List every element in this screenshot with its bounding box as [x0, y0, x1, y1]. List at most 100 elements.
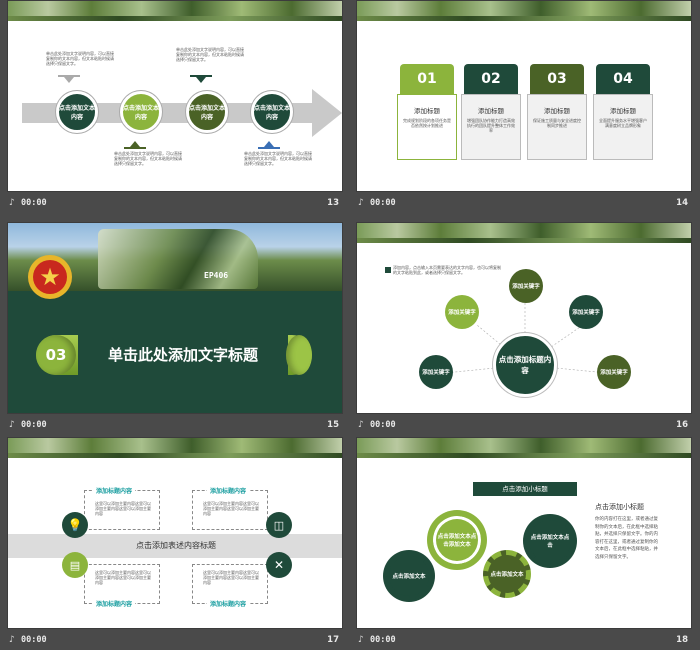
- card-number: 02: [464, 64, 518, 94]
- gear-icon: 点击添加文本: [483, 550, 531, 598]
- banner-title: 点击添加表述内容标题: [136, 541, 216, 550]
- step-label: 点击添加文本内容: [59, 105, 96, 121]
- note-1: 单击此处添加文字说明内容，可以直接复制你的文本内容，但文本粘贴时候请选择只保留文…: [46, 51, 114, 66]
- header-label: 点击添加小标题: [473, 482, 577, 496]
- slide-thumb-15[interactable]: EP406 ★ 03 单击此处添加文字标题 ♪ 00:00 15: [7, 222, 343, 435]
- slide-13: 点击添加文本内容 点击添加文本内容 点击添加文本内容 点击添加文本内容 单击此处…: [7, 0, 343, 192]
- header-photo-band: [357, 438, 691, 458]
- note-marker: [190, 75, 212, 77]
- slide-15: EP406 ★ 03 单击此处添加文字标题: [7, 222, 343, 414]
- card-number: 03: [530, 64, 584, 94]
- slide-number: 13: [327, 198, 339, 208]
- box-text: 这里可以添加主要内容这里可以添加主要内容这里可以添加主要内容: [95, 570, 151, 585]
- slide-footer: ♪ 00:00 18: [356, 631, 692, 650]
- section-title: 单击此处添加文字标题: [78, 335, 288, 375]
- keyword-node-3[interactable]: 添加关键字: [569, 295, 603, 329]
- note-3: 单击此处添加文字说明内容，可以直接复制你的文本内容，但文本粘贴时候请选择只保留文…: [114, 151, 182, 166]
- keyword-label: 添加关键字: [600, 370, 628, 376]
- keyword-node-2[interactable]: 添加关键字: [509, 269, 543, 303]
- scroll-end: [286, 335, 312, 375]
- step-label: 点击添加文本内容: [123, 105, 160, 121]
- slide-thumb-16[interactable]: 添加内容，点击输入本页需要表达的文字内容，也可以将复制的文字粘贴到此，或者选择只…: [356, 222, 692, 435]
- slide-thumb-18[interactable]: 点击添加小标题 点击添加文本点击添加文本 点击添加文本点击 点击添加文本 点击添…: [356, 437, 692, 650]
- content-box-3[interactable]: 这里可以添加主要内容这里可以添加主要内容这里可以添加主要内容 添加标题内容: [84, 564, 160, 608]
- slide-number: 18: [676, 635, 688, 645]
- header-photo-band: [8, 1, 342, 21]
- card-title: 添加标题: [610, 107, 636, 115]
- card-3[interactable]: 03 添加标题 保证施工质量与安全进度控制同步推进: [527, 64, 587, 160]
- card-title: 添加标题: [544, 107, 570, 115]
- slide-thumb-14[interactable]: 01 添加标题 完成规划阶段的各项任务是否依然按计划推进 02 添加标题 增强团…: [356, 0, 692, 213]
- slide-thumb-17[interactable]: 点击添加表述内容标题 添加标题内容 这里可以添加主要内容这里可以添加主要内容这里…: [7, 437, 343, 650]
- header-photo-band: [8, 438, 342, 458]
- step-circle-4[interactable]: 点击添加文本内容: [251, 91, 293, 133]
- slide-18: 点击添加小标题 点击添加文本点击添加文本 点击添加文本点击 点击添加文本 点击添…: [356, 437, 692, 629]
- content-box-1[interactable]: 添加标题内容 这里可以添加主要内容这里可以添加主要内容这里可以添加主要内容: [84, 486, 160, 530]
- lightbulb-icon: 💡: [62, 512, 88, 538]
- keyword-label: 添加关键字: [512, 284, 540, 290]
- timing: 00:00: [21, 420, 47, 430]
- slide-16: 添加内容，点击输入本页需要表达的文字内容，也可以将复制的文字粘贴到此，或者选择只…: [356, 222, 692, 414]
- army-emblem: ★: [28, 255, 72, 299]
- note-marker: [258, 147, 280, 149]
- card-number: 01: [400, 64, 454, 94]
- speaker-icon: ♪: [358, 635, 364, 645]
- slide-footer: ♪ 00:00 17: [7, 631, 343, 650]
- note-marker: [124, 147, 146, 149]
- center-label: 点击添加标题内容: [498, 355, 552, 375]
- card-2[interactable]: 02 添加标题 增强团队协作能力打造高效执行的团队提升整体工作效率: [461, 64, 521, 160]
- card-text: 增强团队协作能力打造高效执行的团队提升整体工作效率: [467, 118, 515, 133]
- keyword-label: 添加关键字: [448, 310, 476, 316]
- speaker-icon: ♪: [9, 198, 15, 208]
- gear-icon: 点击添加文本点击: [523, 514, 577, 568]
- box-text: 这里可以添加主要内容这里可以添加主要内容这里可以添加主要内容: [203, 570, 259, 585]
- slide-thumb-13[interactable]: 点击添加文本内容 点击添加文本内容 点击添加文本内容 点击添加文本内容 单击此处…: [7, 0, 343, 213]
- step-label: 点击添加文本内容: [189, 105, 226, 121]
- slide-14: 01 添加标题 完成规划阶段的各项任务是否依然按计划推进 02 添加标题 增强团…: [356, 0, 692, 192]
- tools-icon: ✕: [266, 552, 292, 578]
- content-box-2[interactable]: 添加标题内容 这里可以添加主要内容这里可以添加主要内容这里可以添加主要内容: [192, 486, 268, 530]
- step-label: 点击添加文本内容: [254, 105, 291, 121]
- step-circle-3[interactable]: 点击添加文本内容: [186, 91, 228, 133]
- timing: 00:00: [21, 635, 47, 645]
- timing: 00:00: [370, 198, 396, 208]
- box-text: 这里可以添加主要内容这里可以添加主要内容这里可以添加主要内容: [95, 501, 151, 516]
- gear-label: 点击添加文本点击: [530, 535, 570, 549]
- step-circle-2[interactable]: 点击添加文本内容: [120, 91, 162, 133]
- slide-footer: ♪ 00:00 15: [7, 416, 343, 435]
- keyword-label: 添加关键字: [572, 310, 600, 316]
- note-pointer: [64, 77, 74, 83]
- speaker-icon: ♪: [9, 635, 15, 645]
- card-number: 04: [596, 64, 650, 94]
- vehicle-number: EP406: [204, 271, 229, 280]
- clipboard-icon: ▤: [62, 552, 88, 578]
- content-box-4[interactable]: 这里可以添加主要内容这里可以添加主要内容这里可以添加主要内容 添加标题内容: [192, 564, 268, 608]
- center-node[interactable]: 点击添加标题内容: [493, 333, 557, 397]
- step-circle-1[interactable]: 点击添加文本内容: [56, 91, 98, 133]
- card-title: 添加标题: [414, 107, 440, 115]
- box-title: 添加标题内容: [93, 599, 136, 608]
- card-1[interactable]: 01 添加标题 完成规划阶段的各项任务是否依然按计划推进: [397, 64, 457, 160]
- intro-note: 添加内容，点击输入本页需要表达的文字内容，也可以将复制的文字粘贴到此，或者选择只…: [393, 265, 501, 275]
- timing: 00:00: [370, 635, 396, 645]
- keyword-node-5[interactable]: 添加关键字: [597, 355, 631, 389]
- keyword-node-4[interactable]: 添加关键字: [419, 355, 453, 389]
- note-4: 单击此处添加文字说明内容，可以直接复制你的文本内容，但文本粘贴时候请选择只保留文…: [244, 151, 312, 166]
- slide-footer: ♪ 00:00 14: [356, 194, 692, 213]
- timing: 00:00: [21, 198, 47, 208]
- card-title: 添加标题: [478, 107, 504, 115]
- gear-label: 点击添加文本: [490, 572, 524, 578]
- gear-label: 点击添加文本点击添加文本: [437, 534, 477, 548]
- bullet-square: [385, 267, 391, 273]
- box-text: 这里可以添加主要内容这里可以添加主要内容这里可以添加主要内容: [203, 501, 259, 516]
- section-number: 03: [36, 335, 76, 375]
- keyword-node-1[interactable]: 添加关键字: [445, 295, 479, 329]
- banner: 点击添加表述内容标题: [8, 534, 342, 558]
- box-title: 添加标题内容: [207, 486, 250, 495]
- speaker-icon: ♪: [9, 420, 15, 430]
- note-pointer: [264, 141, 274, 147]
- title-scroll[interactable]: 03 单击此处添加文字标题: [36, 335, 312, 375]
- slide-number: 14: [676, 198, 688, 208]
- card-4[interactable]: 04 添加标题 全面提升服务水平增强客户满意度树立品牌形象: [593, 64, 653, 160]
- card-text: 全面提升服务水平增强客户满意度树立品牌形象: [599, 118, 647, 128]
